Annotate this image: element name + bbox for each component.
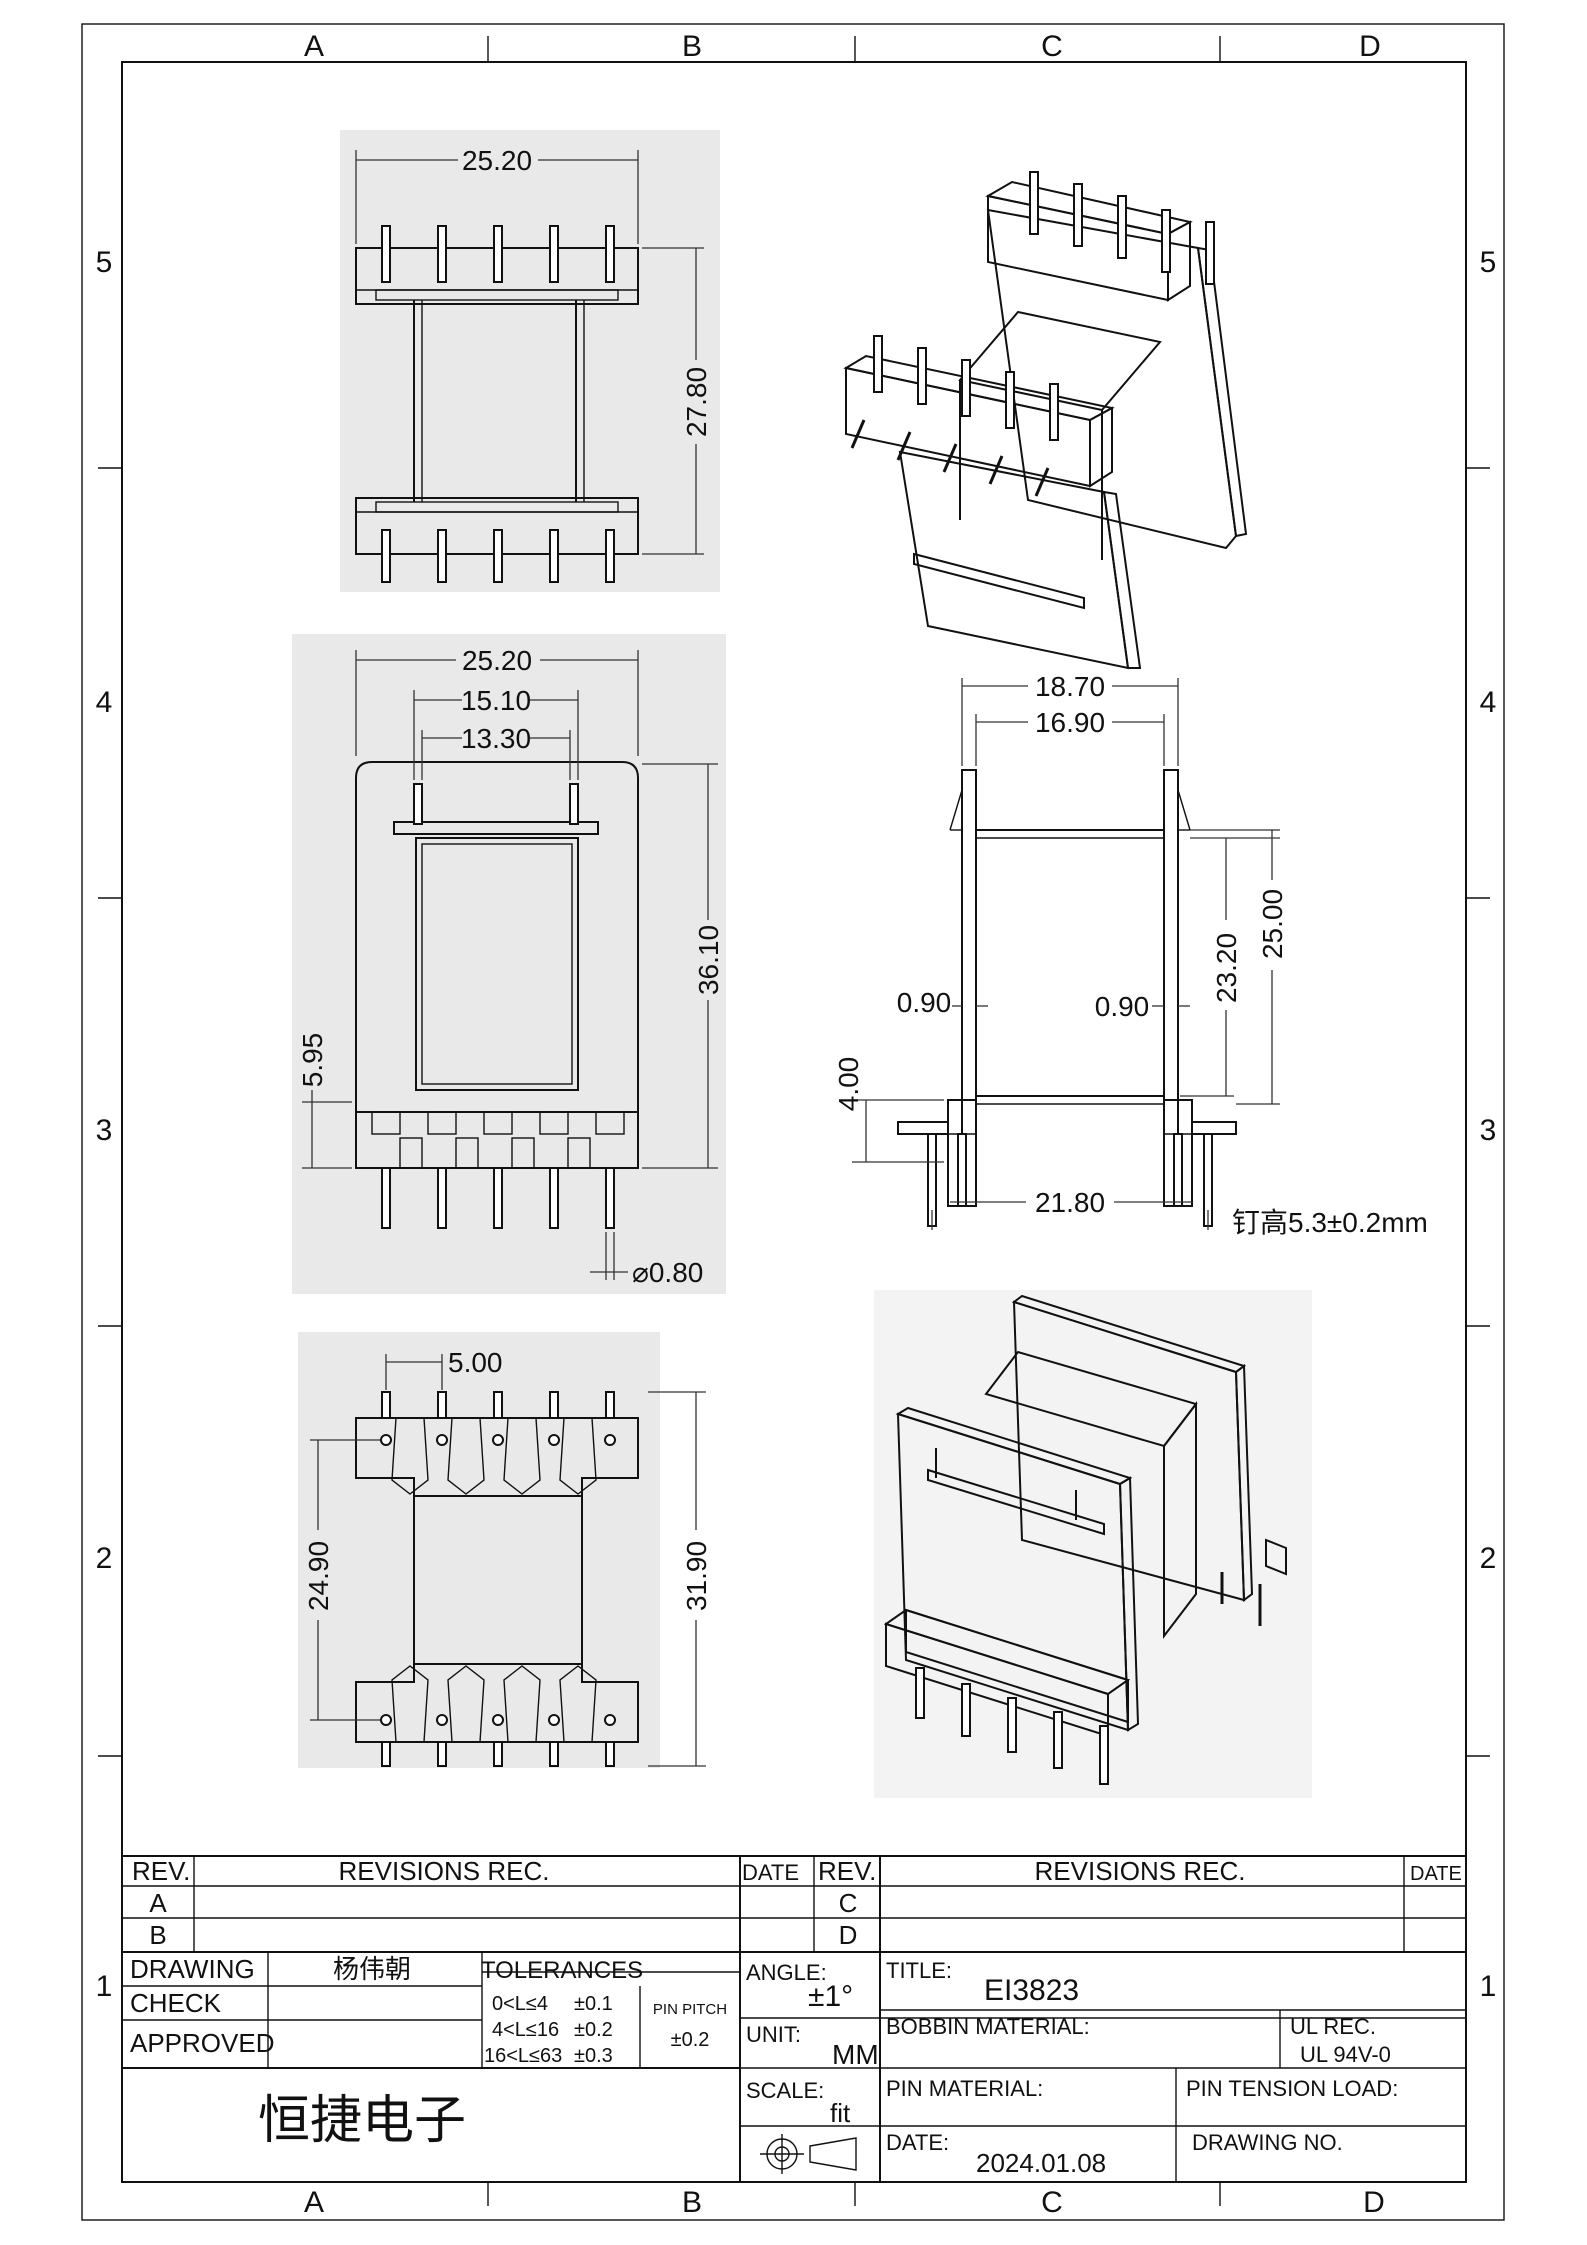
date-value: 2024.01.08 [976, 2148, 1106, 2178]
tol-row-3-tol: ±0.3 [574, 2045, 613, 2067]
col-label-c-bottom: C [1041, 2186, 1063, 2219]
bottom-view: 5.00 24.90 31.90 [298, 1332, 712, 1768]
drawing-no-label: DRAWING NO. [1192, 2130, 1343, 2155]
row-label-2-left: 2 [96, 1542, 113, 1575]
dim-side-090-right: 0.90 [1095, 991, 1150, 1022]
scale-value: fit [830, 2098, 851, 2128]
title-label: TITLE: [886, 1958, 952, 1983]
dim-pitch: 5.00 [448, 1347, 503, 1378]
row-label-2-right: 2 [1480, 1542, 1497, 1575]
tol-row-2-tol: ±0.2 [574, 2019, 613, 2041]
front-view: 25.20 15.10 13.30 36.10 5.95 ⌀0.80 [292, 634, 726, 1294]
revisions-rec-right: REVISIONS REC. [1035, 1856, 1246, 1886]
drawing-frame: A B C D A B C D 5 4 3 2 1 5 4 3 2 1 [81, 23, 1505, 2221]
date-label: DATE: [886, 2130, 949, 2155]
rev-d: D [839, 1920, 858, 1950]
row-label-1-right: 1 [1480, 1970, 1497, 2003]
tol-row-1-range: 0<L≤4 [492, 1993, 548, 2015]
col-label-b-top: B [682, 30, 702, 63]
pin-tension-label: PIN TENSION LOAD: [1186, 2076, 1398, 2101]
rev-c: C [839, 1888, 858, 1918]
dim-front-13: 13.30 [461, 723, 531, 754]
dim-front-15: 15.10 [461, 685, 531, 716]
unit-label: UNIT: [746, 2022, 801, 2047]
iso-view-bottom [874, 1290, 1312, 1798]
row-label-5-left: 5 [96, 246, 113, 279]
col-label-d-bottom: D [1363, 2186, 1385, 2219]
tol-row-2-range: 4<L≤16 [492, 2019, 559, 2041]
dim-side-2180: 21.80 [1035, 1187, 1105, 1218]
title-value: EI3823 [984, 1974, 1079, 2007]
ul-rec-label: UL REC. [1290, 2014, 1376, 2039]
dim-pin-diameter: ⌀0.80 [632, 1257, 703, 1288]
angle-value: ±1° [808, 1980, 853, 2013]
rev-header-left: REV. [132, 1856, 190, 1886]
row-label-5-right: 5 [1480, 246, 1497, 279]
rev-a: A [149, 1888, 167, 1918]
drawing-label: DRAWING [130, 1954, 255, 1984]
col-label-d-top: D [1359, 30, 1381, 63]
top-view: 25.20 27.80 [340, 130, 720, 592]
tol-row-3-range: 16<L≤63 [484, 2045, 562, 2067]
dim-front-width: 25.20 [462, 645, 532, 676]
col-label-c-top: C [1041, 30, 1063, 63]
revisions-rec-left: REVISIONS REC. [339, 1856, 550, 1886]
ul-rec-value: UL 94V-0 [1300, 2042, 1391, 2067]
dim-side-1690: 16.90 [1035, 707, 1105, 738]
dim-front-height: 36.10 [693, 925, 724, 995]
rev-header-right: REV. [818, 1856, 876, 1886]
dim-bottom-2490: 24.90 [303, 1541, 334, 1611]
pin-height-note: 钉高5.3±0.2mm [1232, 1207, 1428, 1238]
angle-label: ANGLE: [746, 1960, 827, 1985]
dim-front-595: 5.95 [297, 1033, 328, 1088]
side-view: 18.70 16.90 23.20 25.00 0.90 0.90 4.00 [833, 671, 1428, 1238]
company-name: 恒捷电子 [258, 2092, 466, 2150]
col-label-b-bottom: B [682, 2186, 702, 2219]
dim-side-2320: 23.20 [1211, 933, 1242, 1003]
dim-side-400: 4.00 [833, 1057, 864, 1112]
row-label-4-left: 4 [96, 686, 113, 719]
pin-material-label: PIN MATERIAL: [886, 2076, 1043, 2101]
iso-view-top [843, 171, 1248, 670]
approved-label: APPROVED [130, 2028, 275, 2058]
pin-pitch-label: PIN PITCH [653, 2001, 727, 2018]
dim-side-2500: 25.00 [1257, 889, 1288, 959]
dim-top-width: 25.20 [462, 145, 532, 176]
title-block: REV. REVISIONS REC. DATE REV. REVISIONS … [122, 1855, 1466, 2182]
dim-side-090-left: 0.90 [897, 987, 952, 1018]
check-label: CHECK [130, 1988, 222, 2018]
dim-top-height: 27.80 [681, 367, 712, 437]
unit-value: MM [832, 2039, 879, 2070]
date-header-left: DATE [742, 1860, 799, 1885]
col-label-a-top: A [304, 30, 324, 63]
rev-b: B [149, 1920, 166, 1950]
dim-bottom-3190: 31.90 [681, 1541, 712, 1611]
date-header-right: DATE [1410, 1863, 1462, 1885]
pin-pitch-value: ±0.2 [671, 2029, 710, 2051]
dim-side-1870: 18.70 [1035, 671, 1105, 702]
scale-label: SCALE: [746, 2078, 824, 2103]
tolerances-label: TOLERANCES [481, 1957, 643, 1984]
row-label-1-left: 1 [96, 1970, 113, 2003]
row-label-3-left: 3 [96, 1114, 113, 1147]
drawing-value: 杨伟朝 [333, 1954, 411, 1984]
col-label-a-bottom: A [304, 2186, 324, 2219]
bobbin-material-label: BOBBIN MATERIAL: [886, 2014, 1090, 2039]
row-label-3-right: 3 [1480, 1114, 1497, 1147]
tol-row-1-tol: ±0.1 [574, 1993, 613, 2015]
projection-symbol-icon [760, 2134, 857, 2174]
row-label-4-right: 4 [1480, 686, 1497, 719]
